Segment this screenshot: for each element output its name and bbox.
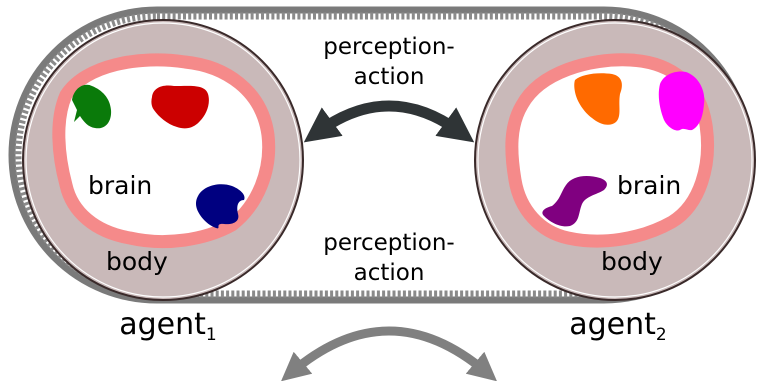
agent2-purple-blob bbox=[542, 176, 607, 227]
agent1-name: agent bbox=[119, 307, 206, 342]
perception-action-arrow-dark bbox=[303, 100, 475, 143]
agent2-body-label: body bbox=[601, 247, 663, 276]
label-line: action bbox=[353, 260, 425, 286]
agent2-subscript: 2 bbox=[655, 325, 667, 345]
agent2-group bbox=[474, 19, 756, 301]
label-line: perception- bbox=[323, 230, 455, 256]
agent2-orange-blob bbox=[574, 73, 622, 125]
agent1-navy-blob bbox=[196, 184, 245, 229]
agent1-green-blob bbox=[72, 84, 112, 129]
perception-action-label-bottom: perception- action bbox=[323, 228, 454, 288]
agent2-name: agent bbox=[569, 307, 656, 342]
perception-action-label-top: perception- action bbox=[323, 32, 454, 92]
agent1-subscript: 1 bbox=[205, 325, 217, 345]
label-line: perception- bbox=[323, 34, 455, 60]
agent2-brain-label: brain bbox=[617, 171, 682, 200]
agent1-group bbox=[22, 19, 304, 301]
agent1-body-label: body bbox=[106, 247, 168, 276]
label-line: action bbox=[353, 64, 425, 90]
bottom-arrow-grey bbox=[280, 326, 498, 381]
agent1-label: agent1 bbox=[119, 307, 217, 345]
agent2-magenta-blob bbox=[658, 71, 705, 131]
agent1-red-blob bbox=[151, 85, 209, 129]
agent1-brain-label: brain bbox=[88, 171, 153, 200]
agent2-label: agent2 bbox=[569, 307, 667, 345]
